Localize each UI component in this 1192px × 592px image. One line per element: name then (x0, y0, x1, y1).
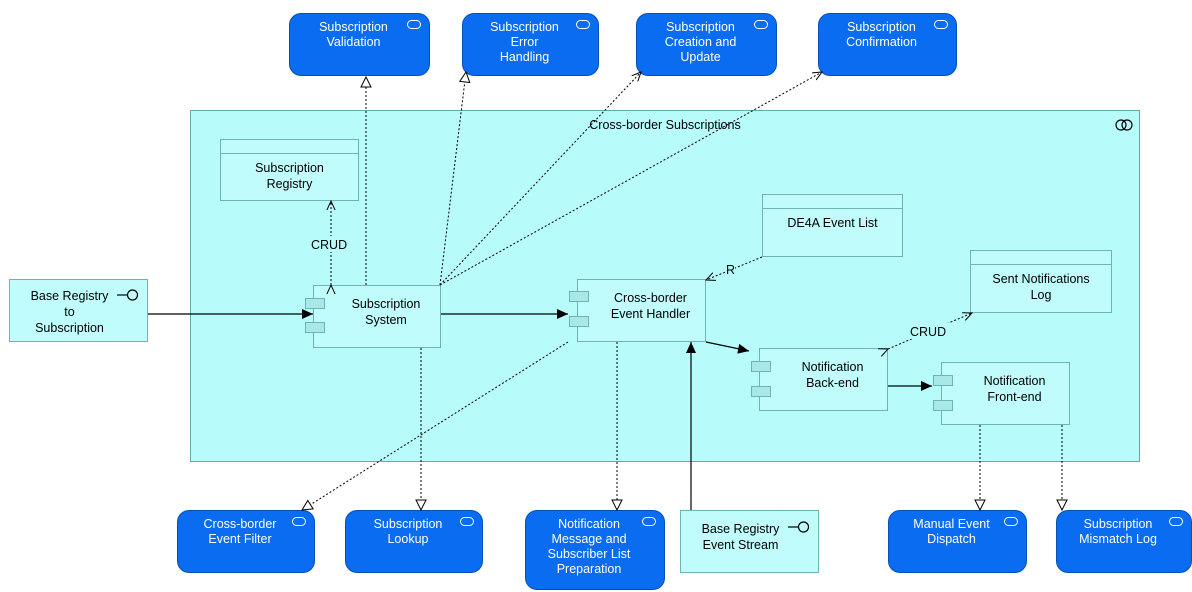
component-tab-icon (751, 361, 771, 372)
component-tab-icon (933, 400, 953, 411)
flow-event-handler-to-backend (705, 341, 750, 354)
service-pill-icon (1169, 517, 1183, 526)
edge-label-read-de4a: R (726, 263, 735, 277)
service-label: Notification Message and Subscriber List… (547, 517, 631, 576)
edge-label-crud-registry: CRUD (311, 238, 347, 252)
component-tab-icon (751, 386, 771, 397)
edge-label-crud-log: CRUD (910, 325, 946, 339)
realization-to-confirmation (439, 72, 822, 286)
data-object-subscription-registry[interactable]: Subscription Registry (220, 139, 359, 201)
component-tab-icon (305, 298, 325, 309)
service-label: Subscription Lookup (373, 517, 443, 546)
interface-label: Base Registry to Subscription (30, 289, 109, 335)
service-cross-border-event-filter[interactable]: Cross-border Event Filter (177, 510, 315, 573)
realization-to-error-handling (439, 72, 466, 286)
service-subscription-error-handling[interactable]: Subscription Error Handling (462, 13, 599, 76)
service-pill-icon (460, 517, 474, 526)
service-label: Subscription Validation (319, 20, 388, 49)
interface-lollipop-icon (788, 521, 810, 533)
realization-to-event-filter (302, 341, 569, 510)
component-tab-icon (569, 291, 589, 302)
component-notification-front-end[interactable]: Notification Front-end (933, 362, 1070, 425)
service-notification-message-preparation[interactable]: Notification Message and Subscriber List… (525, 510, 665, 590)
component-subscription-system[interactable]: Subscription System (305, 285, 441, 348)
component-tab-icon (569, 316, 589, 327)
service-pill-icon (1004, 517, 1018, 526)
service-subscription-confirmation[interactable]: Subscription Confirmation (818, 13, 957, 76)
data-object-header-band (221, 153, 358, 154)
component-label: Cross-border Event Handler (610, 291, 691, 321)
data-object-header-band (971, 264, 1111, 265)
component-tab-icon (933, 375, 953, 386)
service-pill-icon (642, 517, 656, 526)
service-label: Subscription Creation and Update (664, 20, 737, 64)
realization-to-creation-update (439, 72, 641, 286)
service-pill-icon (576, 20, 590, 29)
service-label: Subscription Mismatch Log (1079, 517, 1157, 546)
interface-label: Base Registry Event Stream (701, 522, 780, 552)
data-object-label: Sent Notifications Log (992, 272, 1090, 302)
service-pill-icon (292, 517, 306, 526)
component-tab-icon (305, 322, 325, 333)
service-manual-event-dispatch[interactable]: Manual Event Dispatch (888, 510, 1027, 573)
data-object-sent-notifications-log[interactable]: Sent Notifications Log (970, 250, 1112, 313)
data-object-de4a-event-list[interactable]: DE4A Event List (762, 194, 903, 257)
interface-base-registry-to-subscription[interactable]: Base Registry to Subscription (9, 279, 148, 342)
interface-lollipop-icon (117, 289, 139, 301)
component-label: Notification Front-end (983, 374, 1046, 404)
collaboration-icon (1115, 119, 1133, 131)
data-object-header-band (763, 208, 902, 209)
interface-base-registry-event-stream[interactable]: Base Registry Event Stream (680, 510, 819, 573)
component-label: Notification Back-end (801, 360, 864, 390)
service-label: Manual Event Dispatch (913, 517, 990, 546)
component-notification-back-end[interactable]: Notification Back-end (751, 348, 888, 411)
data-object-label: DE4A Event List (787, 216, 878, 230)
service-pill-icon (754, 20, 768, 29)
service-label: Cross-border Event Filter (203, 517, 277, 546)
group-title: Cross-border Subscriptions (589, 118, 741, 132)
service-pill-icon (934, 20, 948, 29)
service-subscription-creation-update[interactable]: Subscription Creation and Update (636, 13, 777, 76)
service-label: Subscription Error Handling (490, 20, 559, 64)
service-label: Subscription Confirmation (846, 20, 917, 49)
service-subscription-validation[interactable]: Subscription Validation (289, 13, 430, 76)
data-object-label: Subscription Registry (255, 161, 324, 191)
component-label: Subscription System (351, 297, 421, 327)
component-cross-border-event-handler[interactable]: Cross-border Event Handler (569, 279, 706, 342)
service-pill-icon (407, 20, 421, 29)
service-subscription-lookup[interactable]: Subscription Lookup (345, 510, 483, 573)
